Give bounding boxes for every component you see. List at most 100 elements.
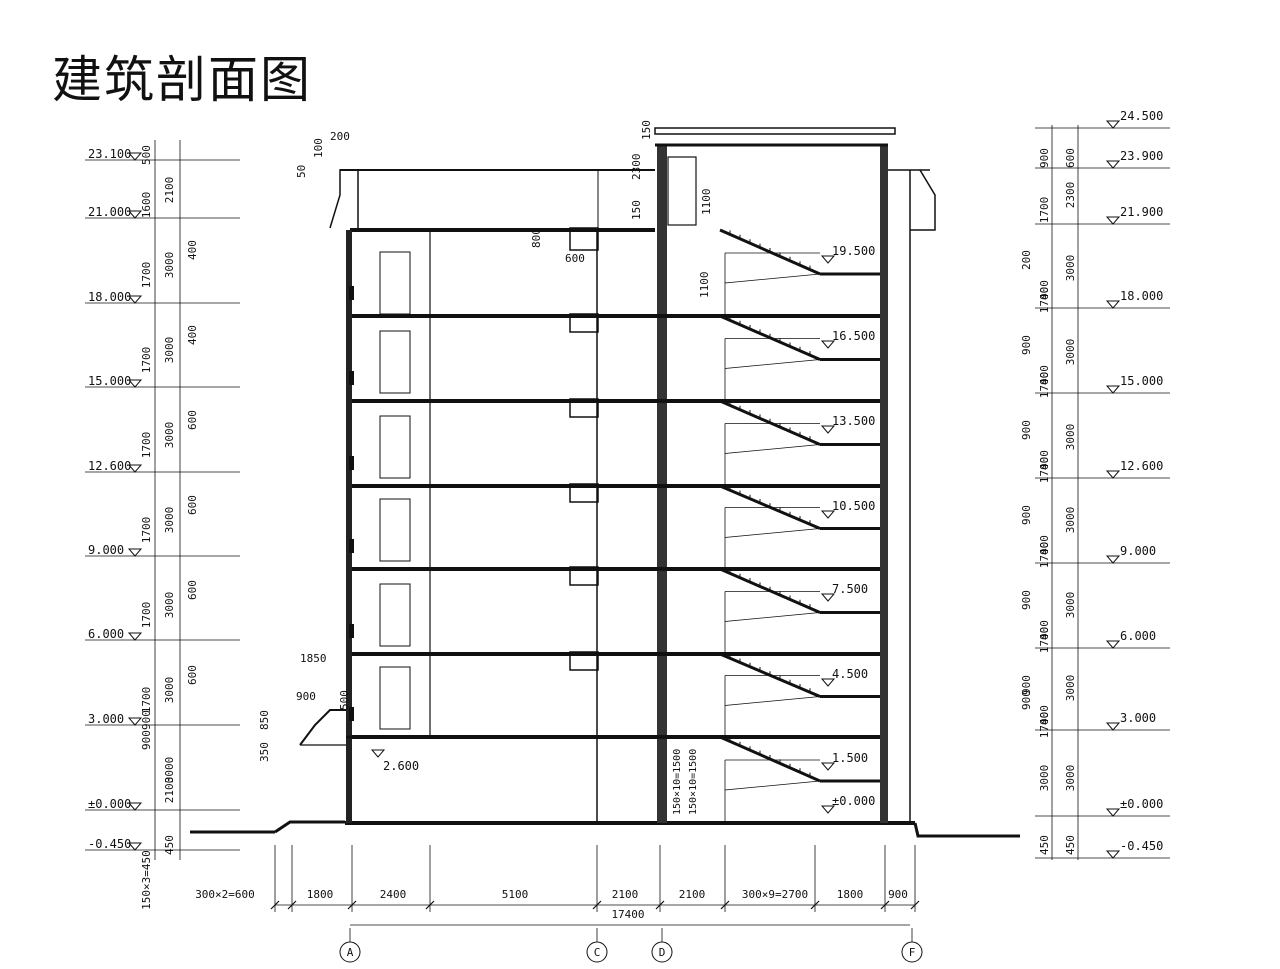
elevation-triangle [127, 152, 143, 161]
left-dimension-label: 150×3=450 [140, 850, 153, 910]
left-dimension-label: 3000 [163, 507, 176, 534]
right-dimension-inner: 1700 [1038, 372, 1051, 399]
wall-window-mark [349, 707, 354, 721]
right-elevation-label: 15.000 [1120, 374, 1163, 388]
right-elevation-label: 18.000 [1120, 289, 1163, 303]
right-dimension-inner: 900 [1020, 505, 1033, 525]
wall-window-mark [349, 539, 354, 553]
stair-return [724, 780, 821, 823]
right-dimension-inner: 1700 [1038, 197, 1051, 224]
stair-return [724, 528, 821, 569]
right-dimension-inner: 400 [1038, 365, 1051, 385]
right-dimension-inner: 400 [1038, 705, 1051, 725]
stair-landing-label: 16.500 [832, 329, 875, 343]
dimension-tick [347, 900, 357, 910]
wall-window-mark [349, 624, 354, 638]
misc-dimension-label: 600 [565, 252, 585, 265]
right-dimension-inner: 400 [1038, 450, 1051, 470]
right-dimension-outer: 3000 [1064, 339, 1077, 366]
page-title: 建筑剖面图 [52, 51, 312, 109]
right-dimension-inner: 400 [1038, 280, 1051, 300]
left-dimension-label: 3000 [163, 337, 176, 364]
left-elevation-label: 15.000 [88, 374, 131, 388]
bottom-dimension-label: 2100 [679, 888, 706, 901]
dimension-tick [655, 900, 665, 910]
left-dimension-label: 3000 [163, 757, 176, 784]
stair-return [724, 612, 821, 654]
misc-dimension-label: 500 [338, 690, 351, 710]
stair-landing-label: 10.500 [832, 499, 875, 513]
right-dimension-inner: 1700 [1038, 627, 1051, 654]
right-dimension-outer: 3000 [1064, 507, 1077, 534]
bottom-dimension-label: 1800 [307, 888, 334, 901]
right-elevation-label: 9.000 [1120, 544, 1156, 558]
window [379, 666, 411, 730]
entrance-canopy [299, 709, 430, 746]
axis-label: D [659, 946, 666, 959]
left-elevation-label: ±0.000 [88, 797, 131, 811]
elevation-triangle [127, 842, 143, 851]
right-elevation-label: ±0.000 [1120, 797, 1163, 811]
dimension-tick [880, 900, 890, 910]
elevation-triangle [1105, 808, 1121, 817]
right-dimension-outer: 450 [1064, 835, 1077, 855]
left-elevation-label: 21.000 [88, 205, 131, 219]
stair-return [724, 444, 821, 486]
right-dimension-outer: 3000 [1064, 592, 1077, 619]
left-dimension-label: 1700 [140, 517, 153, 544]
landing-triangle [820, 762, 836, 771]
axis-bubble [651, 941, 673, 963]
elevation-triangle [1105, 120, 1121, 129]
left-dimension-label-2: 600 [186, 410, 199, 430]
axis-label: A [347, 946, 354, 959]
bottom-dimension-label: 2100 [612, 888, 639, 901]
right-dimension-outer: 3000 [1064, 255, 1077, 282]
top-dimension-label: 150 [640, 120, 653, 140]
floor-slabs [349, 227, 880, 739]
elevation-triangle [1105, 385, 1121, 394]
top-dimension-label: 1100 [698, 272, 711, 299]
right-dimension-inner: 1700 [1038, 457, 1051, 484]
right-dimension-inner: 900 [1020, 690, 1033, 710]
landing-triangle [820, 678, 836, 687]
left-dimension-label: 1600 [140, 192, 153, 219]
window [379, 498, 411, 562]
elevation-triangle [1105, 160, 1121, 169]
elevation-triangle [127, 802, 143, 811]
right-dimension-inner: 1700 [1038, 542, 1051, 569]
left-dimension-label: 2100 [163, 777, 176, 804]
left-dimension-label: 1700 [140, 262, 153, 289]
top-dimension-label: 1100 [700, 189, 713, 216]
left-dimension-label: 900 [140, 710, 153, 730]
dimension-tick [287, 900, 297, 910]
right-dimension-chain: 6002300300030003000300030003000300045090… [1020, 125, 1079, 860]
stair-return [724, 359, 821, 401]
right-dimension-inner: 400 [1038, 535, 1051, 555]
dimension-tick [810, 900, 820, 910]
left-elevation-label: 18.000 [88, 290, 131, 304]
landing-triangle [820, 255, 836, 264]
window [379, 251, 411, 315]
left-dimension-chain: 5002100160030001700300017003000170030001… [140, 140, 199, 910]
left-elevation-marks: 23.10021.00018.00015.00012.6009.0006.000… [85, 147, 240, 851]
elevation-triangle [1105, 850, 1121, 859]
landing-triangle [820, 510, 836, 519]
left-dimension-label-2: 400 [186, 325, 199, 345]
stair-landing-label: 19.500 [832, 244, 875, 258]
elevation-triangle [127, 548, 143, 557]
right-dimension-inner: 200 [1020, 250, 1033, 270]
right-elevation-label: 24.500 [1120, 109, 1163, 123]
right-elevation-label: 3.000 [1120, 711, 1156, 725]
misc-dimension-label: 800 [530, 228, 543, 248]
dimension-tick [592, 900, 602, 910]
stair-base-dimension: 150×10=1500 [672, 749, 683, 815]
misc-dimension-label: 1850 [300, 652, 327, 665]
ground-line [190, 820, 1020, 838]
bottom-dimension-label: 2400 [380, 888, 407, 901]
left-dimension-label: 500 [140, 145, 153, 165]
right-dimension-inner: 900 [1020, 675, 1033, 695]
right-dimension-inner: 900 [1038, 148, 1051, 168]
